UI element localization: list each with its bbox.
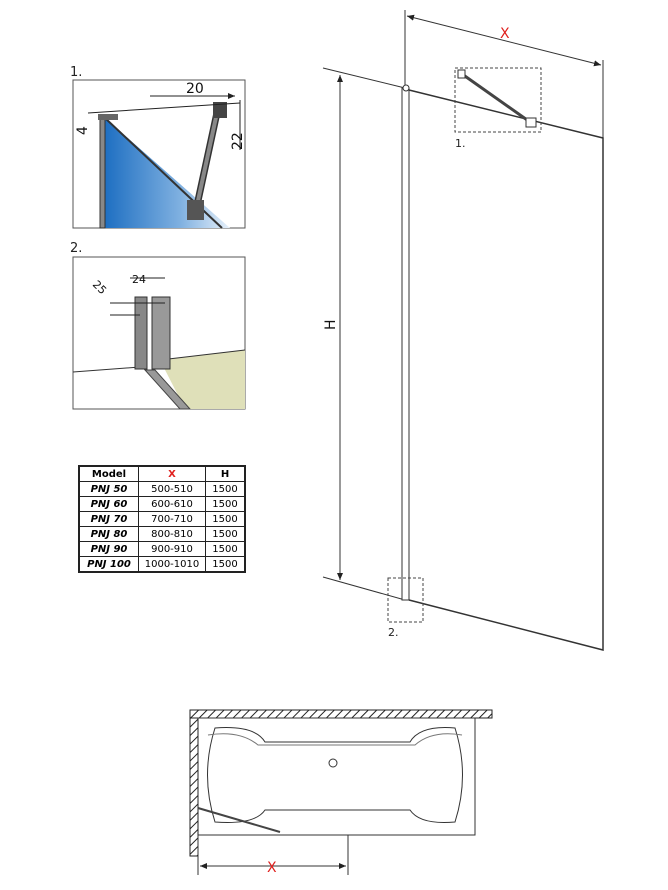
cell-model: PNJ 50	[78, 481, 139, 497]
profile-top-cap	[402, 84, 410, 92]
main-h-label: H	[323, 319, 339, 330]
detail-1-label: 1.	[70, 65, 82, 80]
bracket-glass-clamp	[525, 117, 537, 128]
cell-h: 1500	[205, 511, 246, 527]
bracket-arm	[461, 72, 531, 124]
detail-2-floor	[160, 350, 245, 409]
detail-1-wall-profile	[99, 117, 106, 229]
table-header-row: Model X H	[78, 465, 246, 482]
cell-h: 1500	[205, 496, 246, 512]
x-dimension-line	[406, 14, 602, 67]
bathtub-inner-contour	[207, 733, 463, 746]
plan-view: X	[189, 709, 493, 876]
drain-icon	[328, 758, 338, 768]
cell-h: 1500	[205, 526, 246, 542]
cell-h: 1500	[205, 541, 246, 557]
detail-1-reference-line	[87, 102, 241, 114]
wall-profile	[401, 87, 410, 601]
cell-h: 1500	[205, 481, 246, 497]
cell-model: PNJ 80	[78, 526, 139, 542]
cell-x: 800-810	[138, 526, 206, 542]
cell-model: PNJ 100	[78, 556, 139, 573]
detail-2-floor-edge	[159, 349, 246, 361]
h-extension-line-top	[322, 67, 406, 89]
cell-model: PNJ 70	[78, 511, 139, 527]
detail-1-bracket-arm-fill	[194, 107, 220, 211]
cell-x: 500-510	[138, 481, 206, 497]
header-x: X	[138, 465, 206, 482]
cell-x: 900-910	[138, 541, 206, 557]
main-elevation: X H 1. 2.	[322, 10, 604, 651]
cell-model: PNJ 60	[78, 496, 139, 512]
back-wall-hatch	[189, 709, 493, 719]
cell-x: 700-710	[138, 511, 206, 527]
bathtub-outline	[207, 727, 463, 823]
bracket-wall-mount	[457, 69, 466, 79]
plan-x-label: X	[267, 860, 277, 876]
callout-2-label: 2.	[388, 626, 399, 639]
glass-panel	[408, 89, 604, 651]
cell-x: 600-610	[138, 496, 206, 512]
detail-2-glass-profile	[151, 296, 171, 370]
detail-2-wall-profile	[134, 296, 148, 370]
callout-box-2	[387, 577, 424, 623]
detail-1-profile-cap	[98, 114, 118, 120]
side-wall-hatch	[189, 717, 199, 857]
plan-glass-panel	[197, 807, 281, 833]
dim-20: 20	[186, 81, 204, 97]
header-model: Model	[78, 465, 139, 482]
detail-2-floor-profile: 2. 24 25	[70, 241, 246, 410]
cell-model: PNJ 90	[78, 541, 139, 557]
callout-box-1	[454, 67, 542, 133]
detail-1-bracket: 1. 20 4 22	[70, 65, 246, 229]
dim-24: 24	[132, 273, 146, 286]
cell-x: 1000-1010	[138, 556, 206, 573]
dim-22: 22	[230, 132, 246, 150]
detail-1-wall-mount	[213, 102, 227, 118]
bathtub-rim	[198, 717, 476, 836]
detail-2-bottom-profile	[143, 369, 192, 410]
h-extension-line-bottom	[322, 576, 406, 601]
detail-2-wall-base-line	[72, 366, 141, 373]
dim-4: 4	[75, 126, 91, 135]
header-h: H	[205, 465, 246, 482]
main-x-label: X	[500, 26, 510, 42]
detail-2-label: 2.	[70, 241, 82, 256]
detail-1-glass-clamp	[187, 200, 204, 220]
cell-h: 1500	[205, 556, 246, 573]
callout-1-label: 1.	[455, 137, 466, 150]
